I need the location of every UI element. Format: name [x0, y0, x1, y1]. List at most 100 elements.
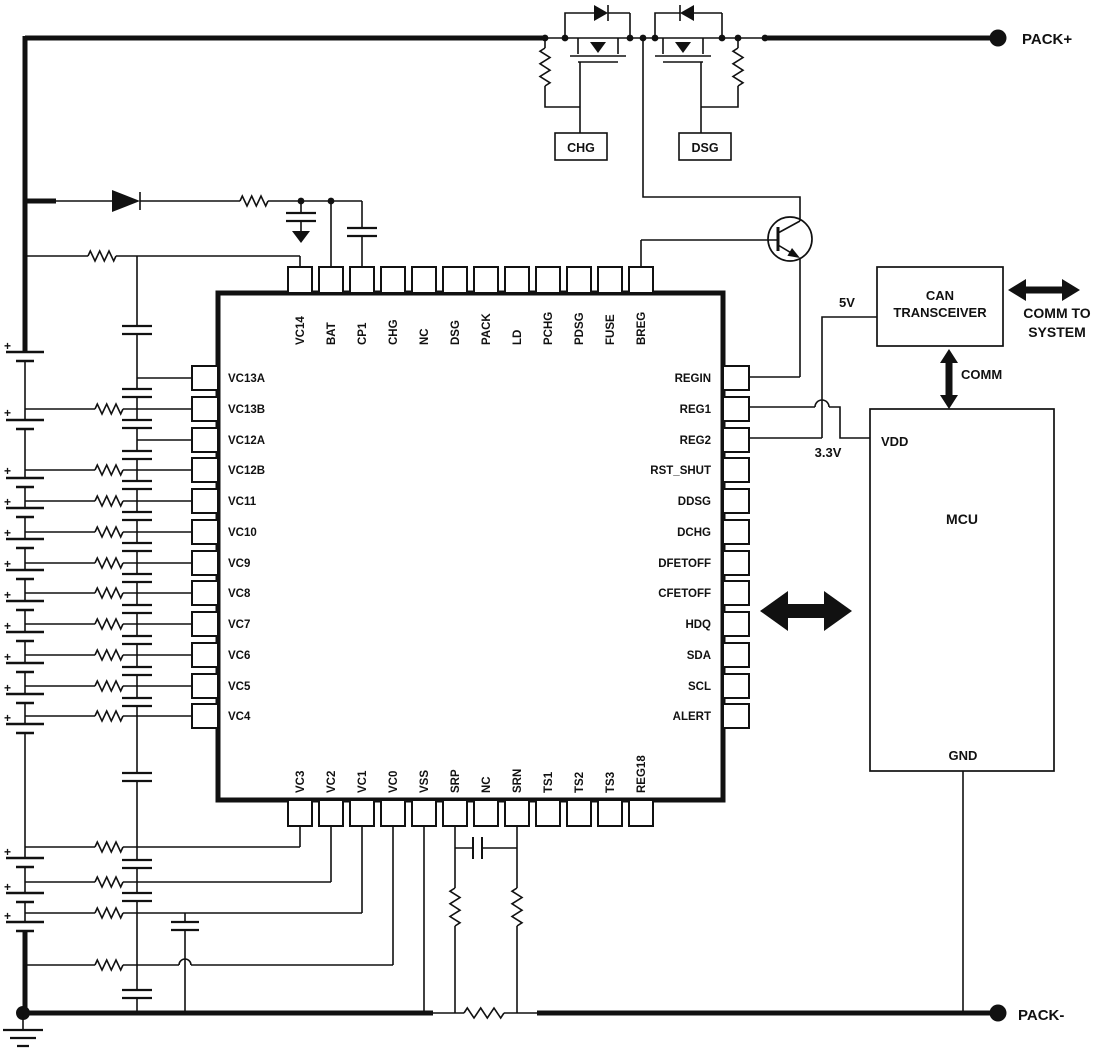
- srn-resistor: [510, 887, 524, 927]
- pin-top-CP1: [349, 266, 375, 294]
- pin-right-SCL: [722, 673, 750, 699]
- vc14-pin-wire: [116, 255, 301, 267]
- vc0-series-resistor: [94, 958, 124, 972]
- vc-series-resistor: [94, 402, 124, 416]
- pin-label-DSG: DSG: [450, 320, 462, 345]
- pin-left-VC13B: [191, 396, 219, 422]
- pin-right-REGIN: [722, 365, 750, 391]
- vc-filter-cap: [122, 603, 152, 615]
- pin-right-CFETOFF: [722, 580, 750, 606]
- pin-top-BREG: [628, 266, 654, 294]
- pin-left-VC12A: [191, 427, 219, 453]
- pin-label-VC6: VC6: [228, 650, 250, 662]
- dsg-fet-contacts: [662, 38, 704, 54]
- chg-fet-arrow: [590, 42, 606, 53]
- dsg-gate-box: [678, 132, 732, 161]
- chg-gate-resistor: [538, 47, 552, 87]
- pin-label-VC11: VC11: [228, 496, 257, 508]
- pin-bottom-SRN: [504, 799, 530, 827]
- can-transceiver-label: CAN: [926, 288, 954, 303]
- wire: [123, 826, 301, 848]
- pin-left-VC9: [191, 550, 219, 576]
- pack-minus-label: PACK-: [1018, 1007, 1064, 1024]
- comm-to-system-arrow: [1008, 279, 1080, 301]
- vc14-series-resistor: [87, 249, 117, 263]
- pin-bottom-VC0: [380, 799, 406, 827]
- cell-plus-sign: +: [4, 650, 11, 664]
- dsg-body-diode: [680, 5, 694, 21]
- three-v3-label: 3.3V: [815, 445, 842, 460]
- wire: [654, 12, 680, 38]
- pin-right-ALERT: [722, 703, 750, 729]
- vc-series-resistor: [94, 463, 124, 477]
- pin-left-VC10: [191, 519, 219, 545]
- vc-filter-cap: [122, 988, 152, 1000]
- pin-right-HDQ: [722, 611, 750, 637]
- pin-label-VC1: VC1: [357, 770, 369, 793]
- vc-filter-cap: [122, 449, 152, 461]
- can-transceiver-label: TRANSCEIVER: [893, 305, 987, 320]
- vc-filter-cap: [122, 510, 152, 522]
- pin-label-DDSG: DDSG: [678, 496, 711, 508]
- pin-label-VC14: VC14: [295, 316, 307, 345]
- vc-filter-cap: [122, 572, 152, 584]
- wire: [123, 826, 363, 914]
- pin-right-SDA: [722, 642, 750, 668]
- vc-series-resistor: [94, 648, 124, 662]
- vc-filter-cap: [122, 324, 152, 336]
- pin-right-RST_SHUT: [722, 457, 750, 483]
- dsg-fet-arrow: [675, 42, 691, 53]
- junction-dot: [327, 197, 335, 205]
- pin-label-REG1: REG1: [680, 404, 712, 416]
- gnd-label: GND: [949, 748, 978, 763]
- pin-label-DCHG: DCHG: [677, 527, 711, 539]
- pin-top-PCHG: [535, 266, 561, 294]
- reg2-to-can: [749, 316, 877, 439]
- pin-label-CHG: CHG: [388, 319, 400, 345]
- cell-plus-sign: +: [4, 406, 11, 420]
- pin-label-PACK: PACK: [481, 313, 493, 345]
- pin-top-VC14: [287, 266, 313, 294]
- pin-label-SCL: SCL: [688, 681, 711, 693]
- cell-plus-sign: +: [4, 464, 11, 478]
- mcu-label: MCU: [946, 511, 978, 527]
- pin-bottom-REG18: [628, 799, 654, 827]
- pin-label-BREG: BREG: [636, 312, 648, 345]
- pin-label-DFETOFF: DFETOFF: [658, 558, 711, 570]
- junction-dot: [718, 34, 726, 42]
- vc-filter-cap: [122, 387, 152, 399]
- vc-filter-cap: [122, 665, 152, 677]
- pin-label-REG2: REG2: [680, 435, 711, 447]
- cell-plus-sign: +: [4, 557, 11, 571]
- pin-bottom-TS1: [535, 799, 561, 827]
- junction-dot: [761, 34, 769, 42]
- pin-label-VC10: VC10: [228, 527, 257, 539]
- pin-label-ALERT: ALERT: [673, 711, 711, 723]
- pin-bottom-TS2: [566, 799, 592, 827]
- vc-series-resistor: [94, 556, 124, 570]
- pin-label-VC8: VC8: [228, 588, 251, 600]
- junction-dot: [297, 197, 305, 205]
- bjt-emitter-arrow: [787, 248, 800, 258]
- pin-label-LD: LD: [512, 330, 524, 345]
- vc-filter-cap: [122, 541, 152, 553]
- can-transceiver-box: [876, 266, 1004, 347]
- wire: [544, 38, 580, 108]
- pin-label-SRP: SRP: [450, 769, 462, 793]
- cell-plus-sign: +: [4, 339, 11, 353]
- chg-body-diode: [594, 5, 608, 21]
- vc-filter-cap: [122, 696, 152, 708]
- cell-plus-sign: +: [4, 588, 11, 602]
- pin-label-VC7: VC7: [228, 619, 250, 631]
- pin-label-PCHG: PCHG: [543, 312, 555, 345]
- bat-series-resistor: [239, 194, 269, 208]
- pin-label-VC4: VC4: [228, 711, 251, 723]
- junction-dot: [541, 34, 549, 42]
- cell-plus-sign: +: [4, 526, 11, 540]
- vc-filter-cap: [122, 479, 152, 491]
- reg1-to-vdd: [829, 406, 870, 439]
- pin-label-TS1: TS1: [543, 771, 555, 793]
- comm-to-system-label: COMM TO: [1023, 305, 1091, 321]
- pin-label-BAT: BAT: [326, 322, 338, 345]
